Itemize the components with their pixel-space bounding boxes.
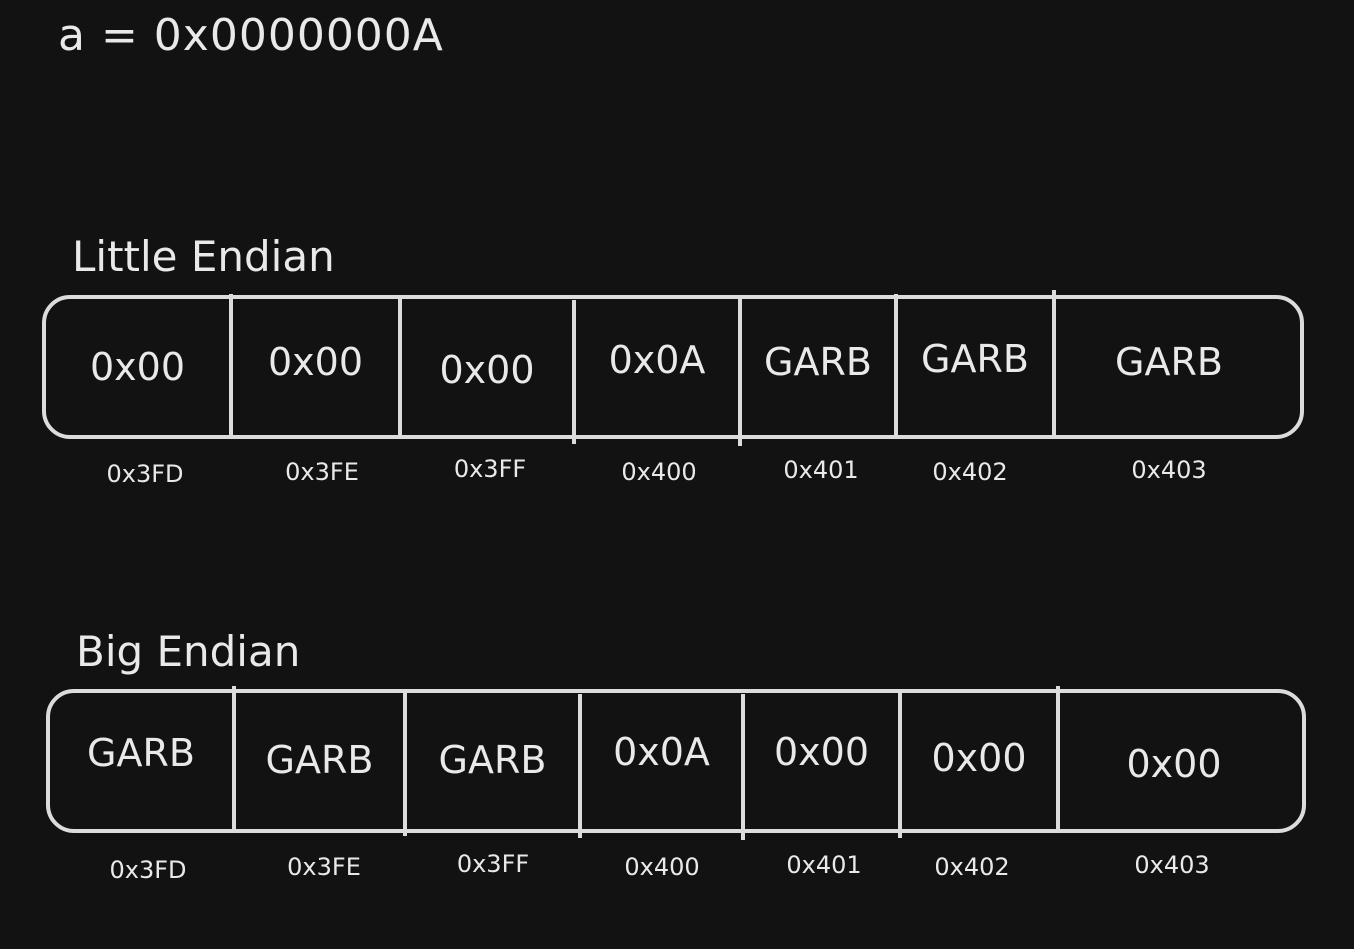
big-endian-cell: 0x0A (613, 730, 710, 774)
big-endian-address: 0x403 (1134, 851, 1210, 879)
little-endian-title: Little Endian (72, 232, 335, 281)
big-endian-title: Big Endian (76, 627, 301, 676)
big-endian-outline (46, 689, 1306, 833)
big-endian-cell: 0x00 (773, 730, 870, 774)
little-endian-cell: GARB (764, 340, 872, 384)
big-endian-cell: 0x00 (1126, 742, 1222, 786)
big-endian-address: 0x400 (624, 853, 700, 881)
little-endian-cell: GARB (921, 337, 1029, 381)
little-endian-cell: 0x0A (608, 338, 706, 382)
little-endian-memory-row: 0x00 0x00 0x00 0x0A GARB GARB GARB (0, 290, 1354, 492)
little-endian-memory-box (42, 290, 1304, 446)
big-endian-address: 0x3FE (287, 853, 361, 881)
big-endian-cell: GARB (265, 738, 374, 782)
big-endian-address: 0x401 (786, 851, 862, 879)
little-endian-address: 0x403 (1131, 456, 1207, 484)
little-endian-cell: 0x00 (267, 340, 364, 384)
little-endian-cell: 0x00 (439, 348, 535, 392)
big-endian-memory-box (46, 686, 1306, 840)
little-endian-cell: GARB (1115, 340, 1223, 384)
big-endian-memory-row: GARB GARB GARB 0x0A 0x00 0x00 0x00 (0, 686, 1354, 886)
little-endian-address: 0x401 (783, 456, 859, 484)
little-endian-outline (42, 295, 1304, 439)
little-endian-address: 0x3FF (453, 455, 527, 483)
little-endian-address: 0x402 (932, 458, 1008, 486)
little-endian-cell: 0x00 (89, 345, 186, 389)
big-endian-address: 0x402 (934, 853, 1010, 881)
big-endian-cell: GARB (438, 738, 547, 782)
little-endian-address: 0x3FD (106, 460, 184, 488)
big-endian-cell: 0x00 (931, 736, 1027, 780)
big-endian-cell: GARB (87, 731, 195, 775)
variable-assignment: a = 0x0000000A (58, 10, 444, 61)
little-endian-address: 0x3FE (285, 458, 359, 486)
big-endian-address: 0x3FF (456, 850, 530, 878)
big-endian-address: 0x3FD (109, 856, 187, 884)
little-endian-address: 0x400 (621, 458, 697, 486)
